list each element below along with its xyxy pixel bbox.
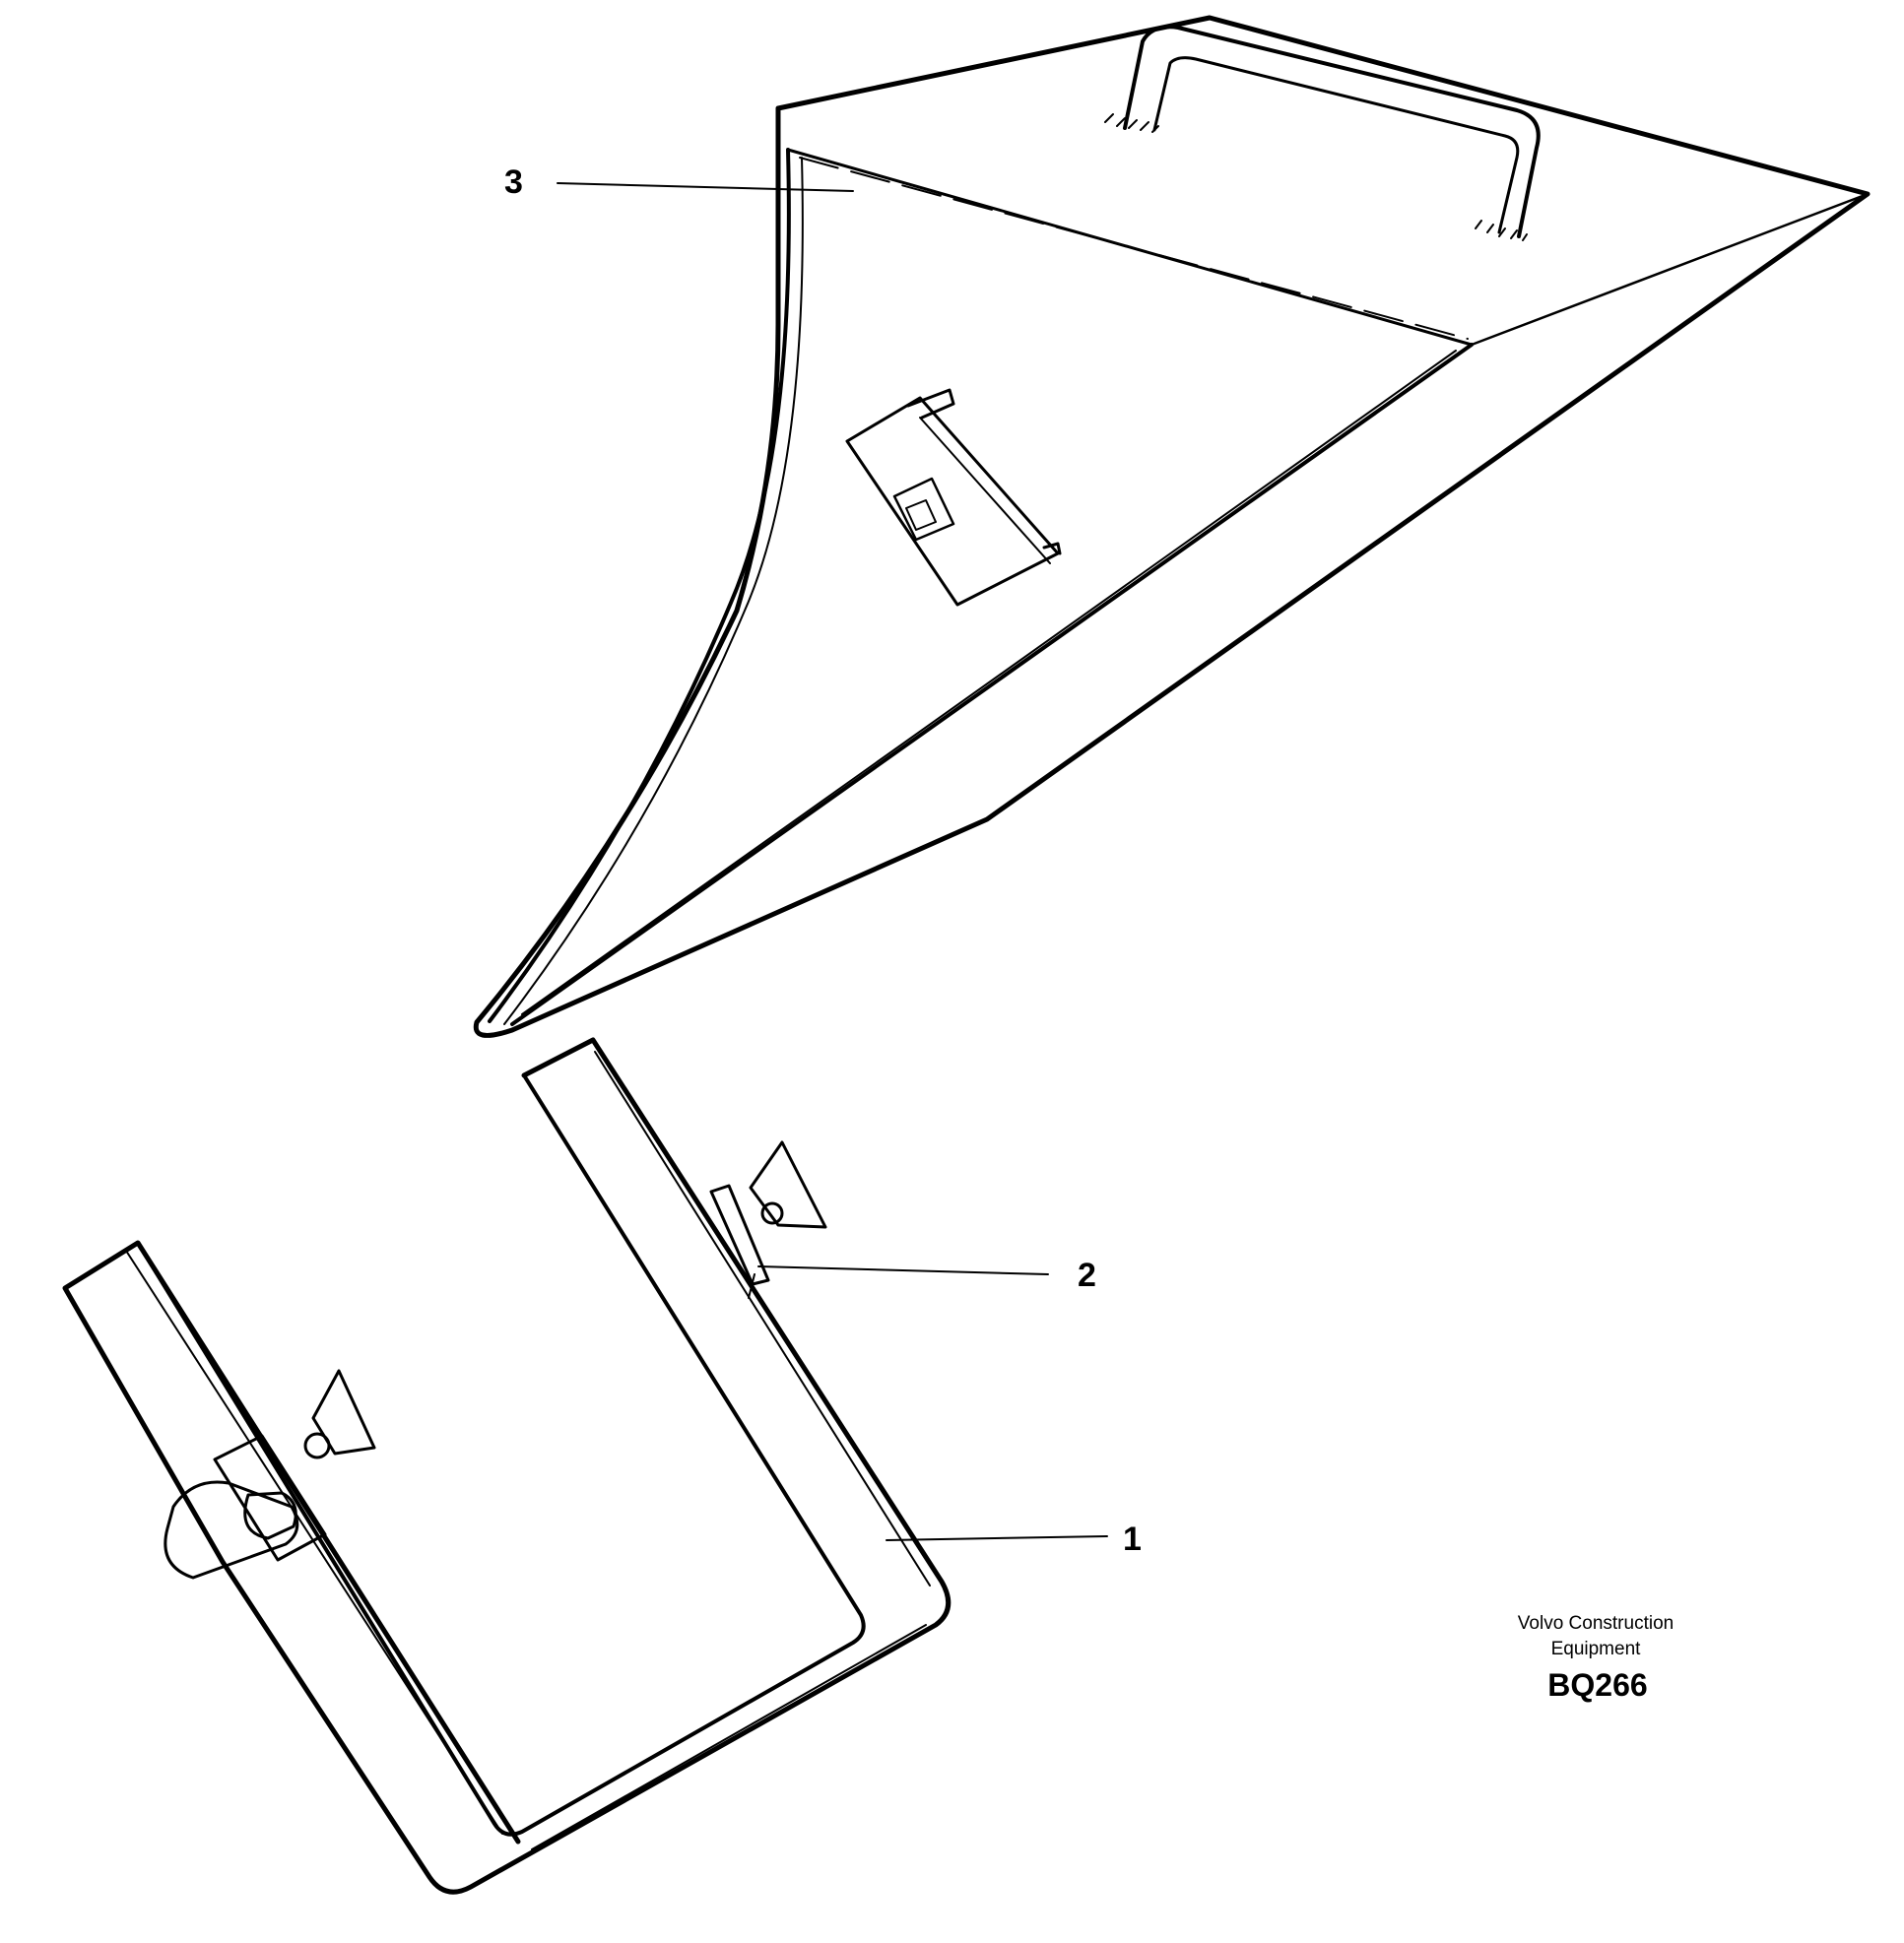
callout-number-1: 1 xyxy=(1123,1521,1142,1558)
caption-company-line1: Volvo Construction xyxy=(1518,1613,1674,1634)
callout-leaders xyxy=(557,182,1108,1541)
leader-line-2 xyxy=(757,1265,1049,1275)
caption-block: Volvo Construction Equipment BQ266 xyxy=(1518,1613,1674,1703)
leader-line-1 xyxy=(886,1535,1108,1541)
caption-company-line2: Equipment xyxy=(1551,1639,1642,1659)
callout-number-3: 3 xyxy=(504,163,523,201)
u-frame-part xyxy=(62,1037,952,1895)
hood-cover-part xyxy=(473,15,1871,1038)
callout-number-2: 2 xyxy=(1078,1257,1096,1294)
cover-bracket xyxy=(845,388,1062,607)
caption-figure-code: BQ266 xyxy=(1547,1667,1647,1703)
latch-assembly xyxy=(164,1369,376,1580)
leader-line-3 xyxy=(557,182,854,192)
